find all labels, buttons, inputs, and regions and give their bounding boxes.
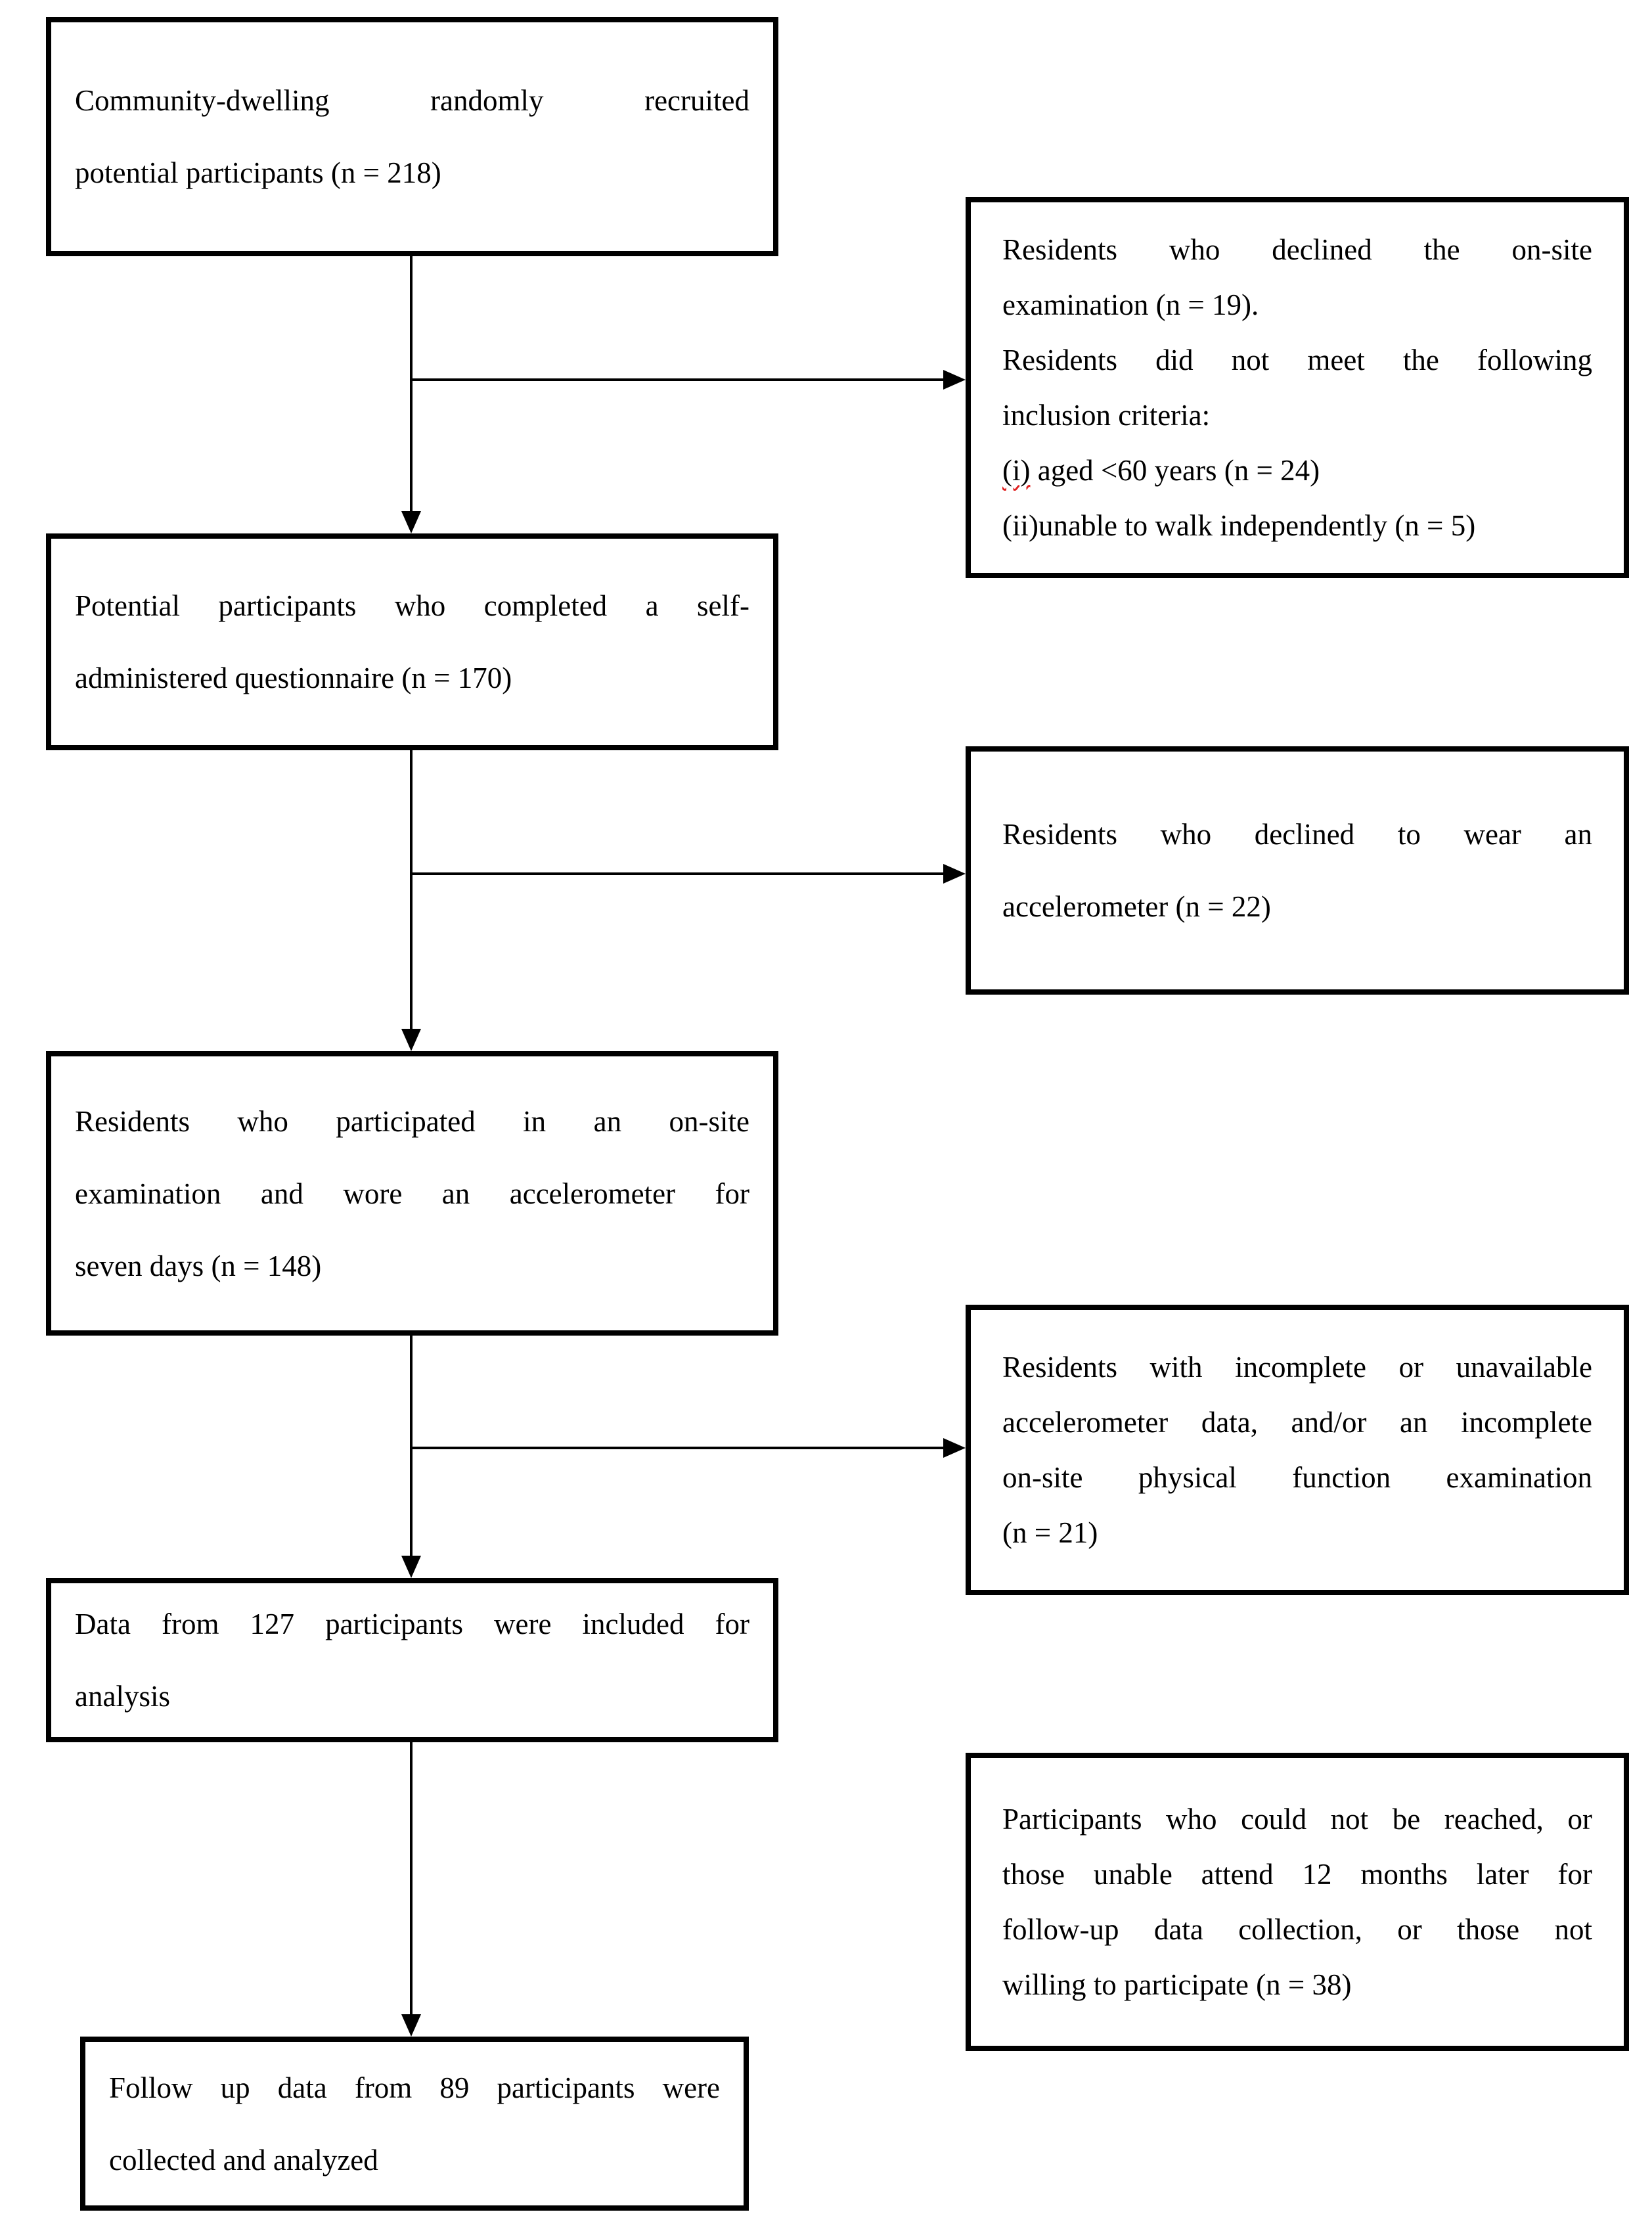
box-line: examination (n = 19). bbox=[1002, 288, 1259, 321]
arrowhead-down-3 bbox=[401, 1556, 421, 1578]
box-line: Residents who declined to wear an bbox=[1002, 818, 1592, 851]
box-line: Residents who participated in an on-site bbox=[75, 1104, 749, 1138]
connector-vertical-4 bbox=[410, 1742, 413, 2016]
box-line: Residents did not meet the following bbox=[1002, 344, 1592, 376]
connector-vertical-2 bbox=[410, 750, 413, 1030]
box-line: follow-up data collection, or those not bbox=[1002, 1913, 1592, 1946]
box-line: administered questionnaire (n = 170) bbox=[75, 662, 512, 694]
connector-vertical-3 bbox=[410, 1336, 413, 1557]
connector-horizontal-1 bbox=[411, 378, 945, 381]
box-line: analysis bbox=[75, 1680, 170, 1713]
flow-box-included-analysis: Data from 127 participants were included… bbox=[46, 1578, 778, 1742]
box-line: those unable attend 12 months later for bbox=[1002, 1858, 1592, 1891]
connector-vertical-1 bbox=[410, 256, 413, 512]
box-line: Residents with incomplete or unavailable bbox=[1002, 1351, 1592, 1384]
flow-box-not-reached: Participants who could not be reached, o… bbox=[966, 1753, 1629, 2051]
box-line: examination and wore an accelerometer fo… bbox=[75, 1177, 749, 1210]
arrowhead-down-4 bbox=[401, 2014, 421, 2037]
arrowhead-down-1 bbox=[401, 511, 421, 533]
box-line: (n = 21) bbox=[1002, 1516, 1098, 1549]
flow-box-recruited: Community-dwelling randomly recruited pot… bbox=[46, 17, 778, 256]
box-line: accelerometer data, and/or an incomplete bbox=[1002, 1406, 1592, 1439]
connector-horizontal-2 bbox=[411, 872, 945, 875]
box-line: Data from 127 participants were included… bbox=[75, 1608, 749, 1640]
box-line: Residents who declined the on-site bbox=[1002, 233, 1592, 266]
box-line: Participants who could not be reached, o… bbox=[1002, 1803, 1592, 1836]
flow-box-questionnaire: Potential participants who completed a s… bbox=[46, 533, 778, 750]
box-line: inclusion criteria: bbox=[1002, 399, 1211, 432]
arrowhead-down-2 bbox=[401, 1029, 421, 1051]
arrowhead-right-1 bbox=[943, 370, 966, 390]
box-line: Follow up data from 89 participants were bbox=[109, 2071, 720, 2104]
box-line: potential participants (n = 218) bbox=[75, 156, 441, 189]
box-line: Community-dwelling randomly recruited bbox=[75, 84, 749, 117]
box-line: collected and analyzed bbox=[109, 2143, 378, 2177]
box-line: (ii)unable to walk independently (n = 5) bbox=[1002, 509, 1476, 542]
box-line: on-site physical function examination bbox=[1002, 1461, 1592, 1494]
flow-box-onsite-exam: Residents who participated in an on-site… bbox=[46, 1051, 778, 1336]
box-line: willing to participate (n = 38) bbox=[1002, 1968, 1352, 2001]
spellcheck-squiggle: (i) bbox=[1002, 454, 1031, 487]
arrowhead-right-2 bbox=[943, 864, 966, 884]
flow-box-declined-accelerometer: Residents who declined to wear an acceler… bbox=[966, 746, 1629, 995]
box-line: seven days (n = 148) bbox=[75, 1249, 322, 1282]
flow-box-declined-onsite: Residents who declined the on-site examin… bbox=[966, 197, 1629, 578]
box-line: (i) aged <60 years (n = 24) bbox=[1002, 454, 1320, 487]
connector-horizontal-3 bbox=[411, 1447, 945, 1449]
flow-box-followup: Follow up data from 89 participants were… bbox=[80, 2037, 749, 2211]
arrowhead-right-3 bbox=[943, 1438, 966, 1458]
box-line: accelerometer (n = 22) bbox=[1002, 890, 1271, 923]
flow-box-incomplete-data: Residents with incomplete or unavailable… bbox=[966, 1305, 1629, 1595]
box-line: Potential participants who completed a s… bbox=[75, 589, 749, 622]
